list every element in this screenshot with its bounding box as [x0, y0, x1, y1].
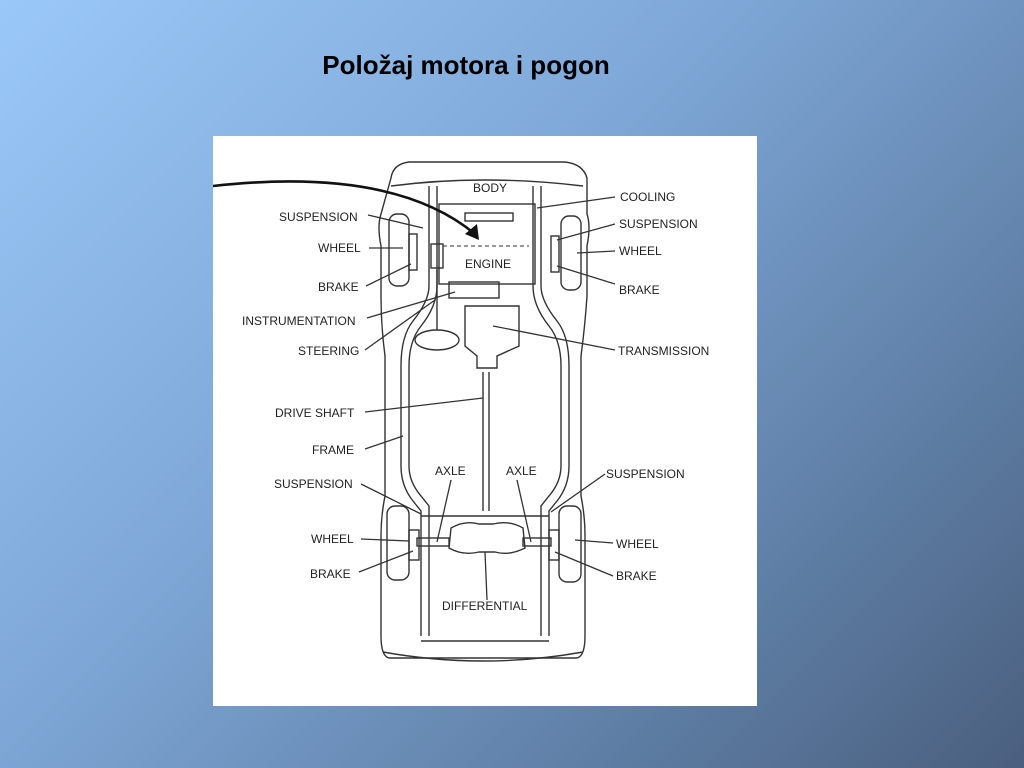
- leader-brake-rr: [554, 551, 614, 577]
- wheel-rear-left: [386, 505, 410, 581]
- front-bumper: [390, 179, 584, 187]
- label-suspension-front-right: SUSPENSION: [619, 217, 698, 231]
- label-suspension-front-left: SUSPENSION: [279, 210, 358, 224]
- instrument-panel: [448, 281, 500, 299]
- engine-block: [438, 203, 536, 285]
- leader-brake-fr: [556, 265, 616, 285]
- axle-right: [522, 537, 552, 547]
- differential-housing: [448, 521, 526, 555]
- label-instrumentation: INSTRUMENTATION: [242, 314, 356, 328]
- axle-left: [416, 537, 450, 547]
- steering-wheel: [414, 329, 460, 351]
- label-brake-rear-right: BRAKE: [616, 569, 657, 583]
- leader-wheel-rl: [360, 538, 410, 542]
- leader-differential: [484, 551, 488, 601]
- wheel-rear-right: [558, 505, 582, 583]
- leader-wheel-rr: [574, 539, 614, 544]
- leader-steering: [364, 299, 436, 351]
- leader-lines: [358, 196, 616, 601]
- label-cooling: COOLING: [620, 190, 675, 204]
- frame-rail-right-inner: [532, 186, 562, 636]
- label-brake-front-left: BRAKE: [318, 280, 359, 294]
- leader-wheel-fr: [576, 250, 616, 254]
- leader-brake-fl: [365, 263, 412, 287]
- label-body: BODY: [473, 181, 507, 195]
- label-brake-rear-left: BRAKE: [310, 567, 351, 581]
- label-frame: FRAME: [312, 443, 354, 457]
- brake-rear-right: [548, 529, 560, 561]
- label-brake-front-right: BRAKE: [619, 283, 660, 297]
- leader-frame: [364, 435, 404, 450]
- slide-title: Položaj motora i pogon: [322, 50, 610, 80]
- frame-rail-left: [400, 186, 430, 636]
- leader-transmission: [492, 325, 616, 351]
- label-differential: DIFFERENTIAL: [442, 599, 528, 613]
- label-wheel-rear-right: WHEEL: [616, 537, 659, 551]
- leader-brake-rl: [358, 550, 414, 573]
- label-drive-shaft: DRIVE SHAFT: [275, 406, 355, 420]
- arrow-head-icon: [465, 224, 479, 240]
- leader-axle-left: [436, 479, 452, 543]
- label-suspension-rear-left: SUSPENSION: [274, 477, 353, 491]
- label-wheel-front-left: WHEEL: [318, 241, 361, 255]
- brake-rear-left: [408, 529, 420, 561]
- frame-rail-left-inner: [408, 186, 438, 636]
- brake-front-left: [408, 233, 418, 271]
- leader-instrumentation: [366, 291, 456, 319]
- label-axle-right: AXLE: [506, 464, 537, 478]
- leader-axle-right: [516, 479, 532, 543]
- leader-suspension-fr: [556, 223, 616, 241]
- brake-front-right: [550, 235, 560, 273]
- wheel-front-left: [388, 213, 410, 287]
- vehicle-diagram: BODY COOLING SUSPENSION WHEEL BRAKE INST…: [213, 161, 709, 662]
- label-axle-left: AXLE: [435, 464, 466, 478]
- steering-column-box: [430, 243, 444, 269]
- label-wheel-front-right: WHEEL: [619, 244, 662, 258]
- leader-suspension-fl: [367, 214, 424, 229]
- label-suspension-rear-right: SUSPENSION: [606, 467, 685, 481]
- leader-suspension-rl: [360, 483, 422, 515]
- leader-suspension-rr: [550, 473, 606, 513]
- label-steering: STEERING: [298, 344, 359, 358]
- frame-rail-right: [540, 186, 570, 636]
- engine-pointer-arrow: [213, 180, 476, 236]
- label-transmission: TRANSMISSION: [618, 344, 709, 358]
- label-engine: ENGINE: [465, 257, 511, 271]
- radiator: [464, 212, 514, 222]
- transmission-housing: [464, 305, 520, 369]
- leader-drive-shaft: [364, 397, 484, 413]
- car-body-outline: [378, 161, 590, 659]
- label-wheel-rear-left: WHEEL: [311, 532, 354, 546]
- vehicle-diagram-figure: BODY COOLING SUSPENSION WHEEL BRAKE INST…: [213, 136, 757, 706]
- leader-cooling: [536, 196, 616, 209]
- rear-bumper: [382, 651, 584, 662]
